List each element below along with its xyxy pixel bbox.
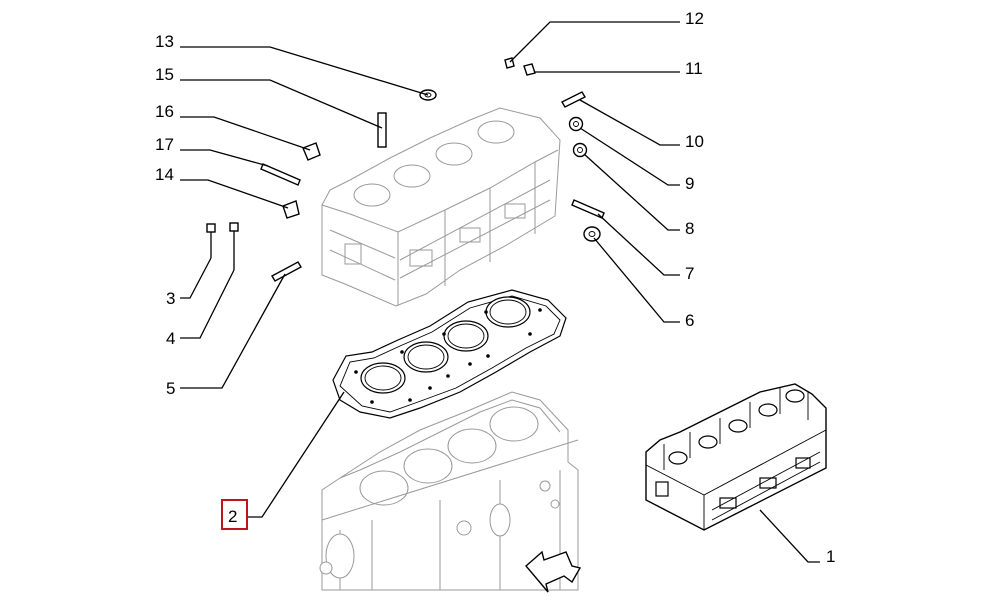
nut-part-9 [568,116,584,132]
callout-14: 14 [155,165,174,184]
highlight-box-callout-2 [221,499,248,530]
nut-part-6 [583,226,601,242]
nut-part-8 [572,142,588,158]
stud-part-15 [377,112,387,148]
plug-part-11 [523,63,536,76]
head-gasket [332,289,567,419]
callout-1: 1 [826,547,835,566]
callout-5: 5 [166,379,175,398]
bolt-part-4 [229,222,239,270]
cap-part-14 [282,200,300,219]
callout-6: 6 [685,311,694,330]
callout-9: 9 [685,174,694,193]
stud-part-10 [561,91,586,108]
callout-13: 13 [155,32,174,51]
bolt-part-3 [206,223,216,258]
callout-10: 10 [685,132,704,151]
callout-15: 15 [155,65,174,84]
cylinder-head-outline [321,107,561,307]
stud-part-5 [271,261,302,282]
callout-16: 16 [155,102,174,121]
engine-block-outline [319,391,579,591]
cap-part-16 [302,142,321,161]
callout-8: 8 [685,219,694,238]
cylinder-head-assembly [645,383,827,531]
leader-lines [180,21,820,563]
callout-11: 11 [685,59,703,78]
callout-7: 7 [685,264,694,283]
callout-12: 12 [685,9,704,28]
callout-17: 17 [155,135,174,154]
stud-part-17 [260,163,301,186]
callout-3: 3 [166,289,175,308]
direction-arrow-icon [525,550,582,593]
callout-4: 4 [166,329,175,348]
callout-2: 2 [228,507,237,526]
